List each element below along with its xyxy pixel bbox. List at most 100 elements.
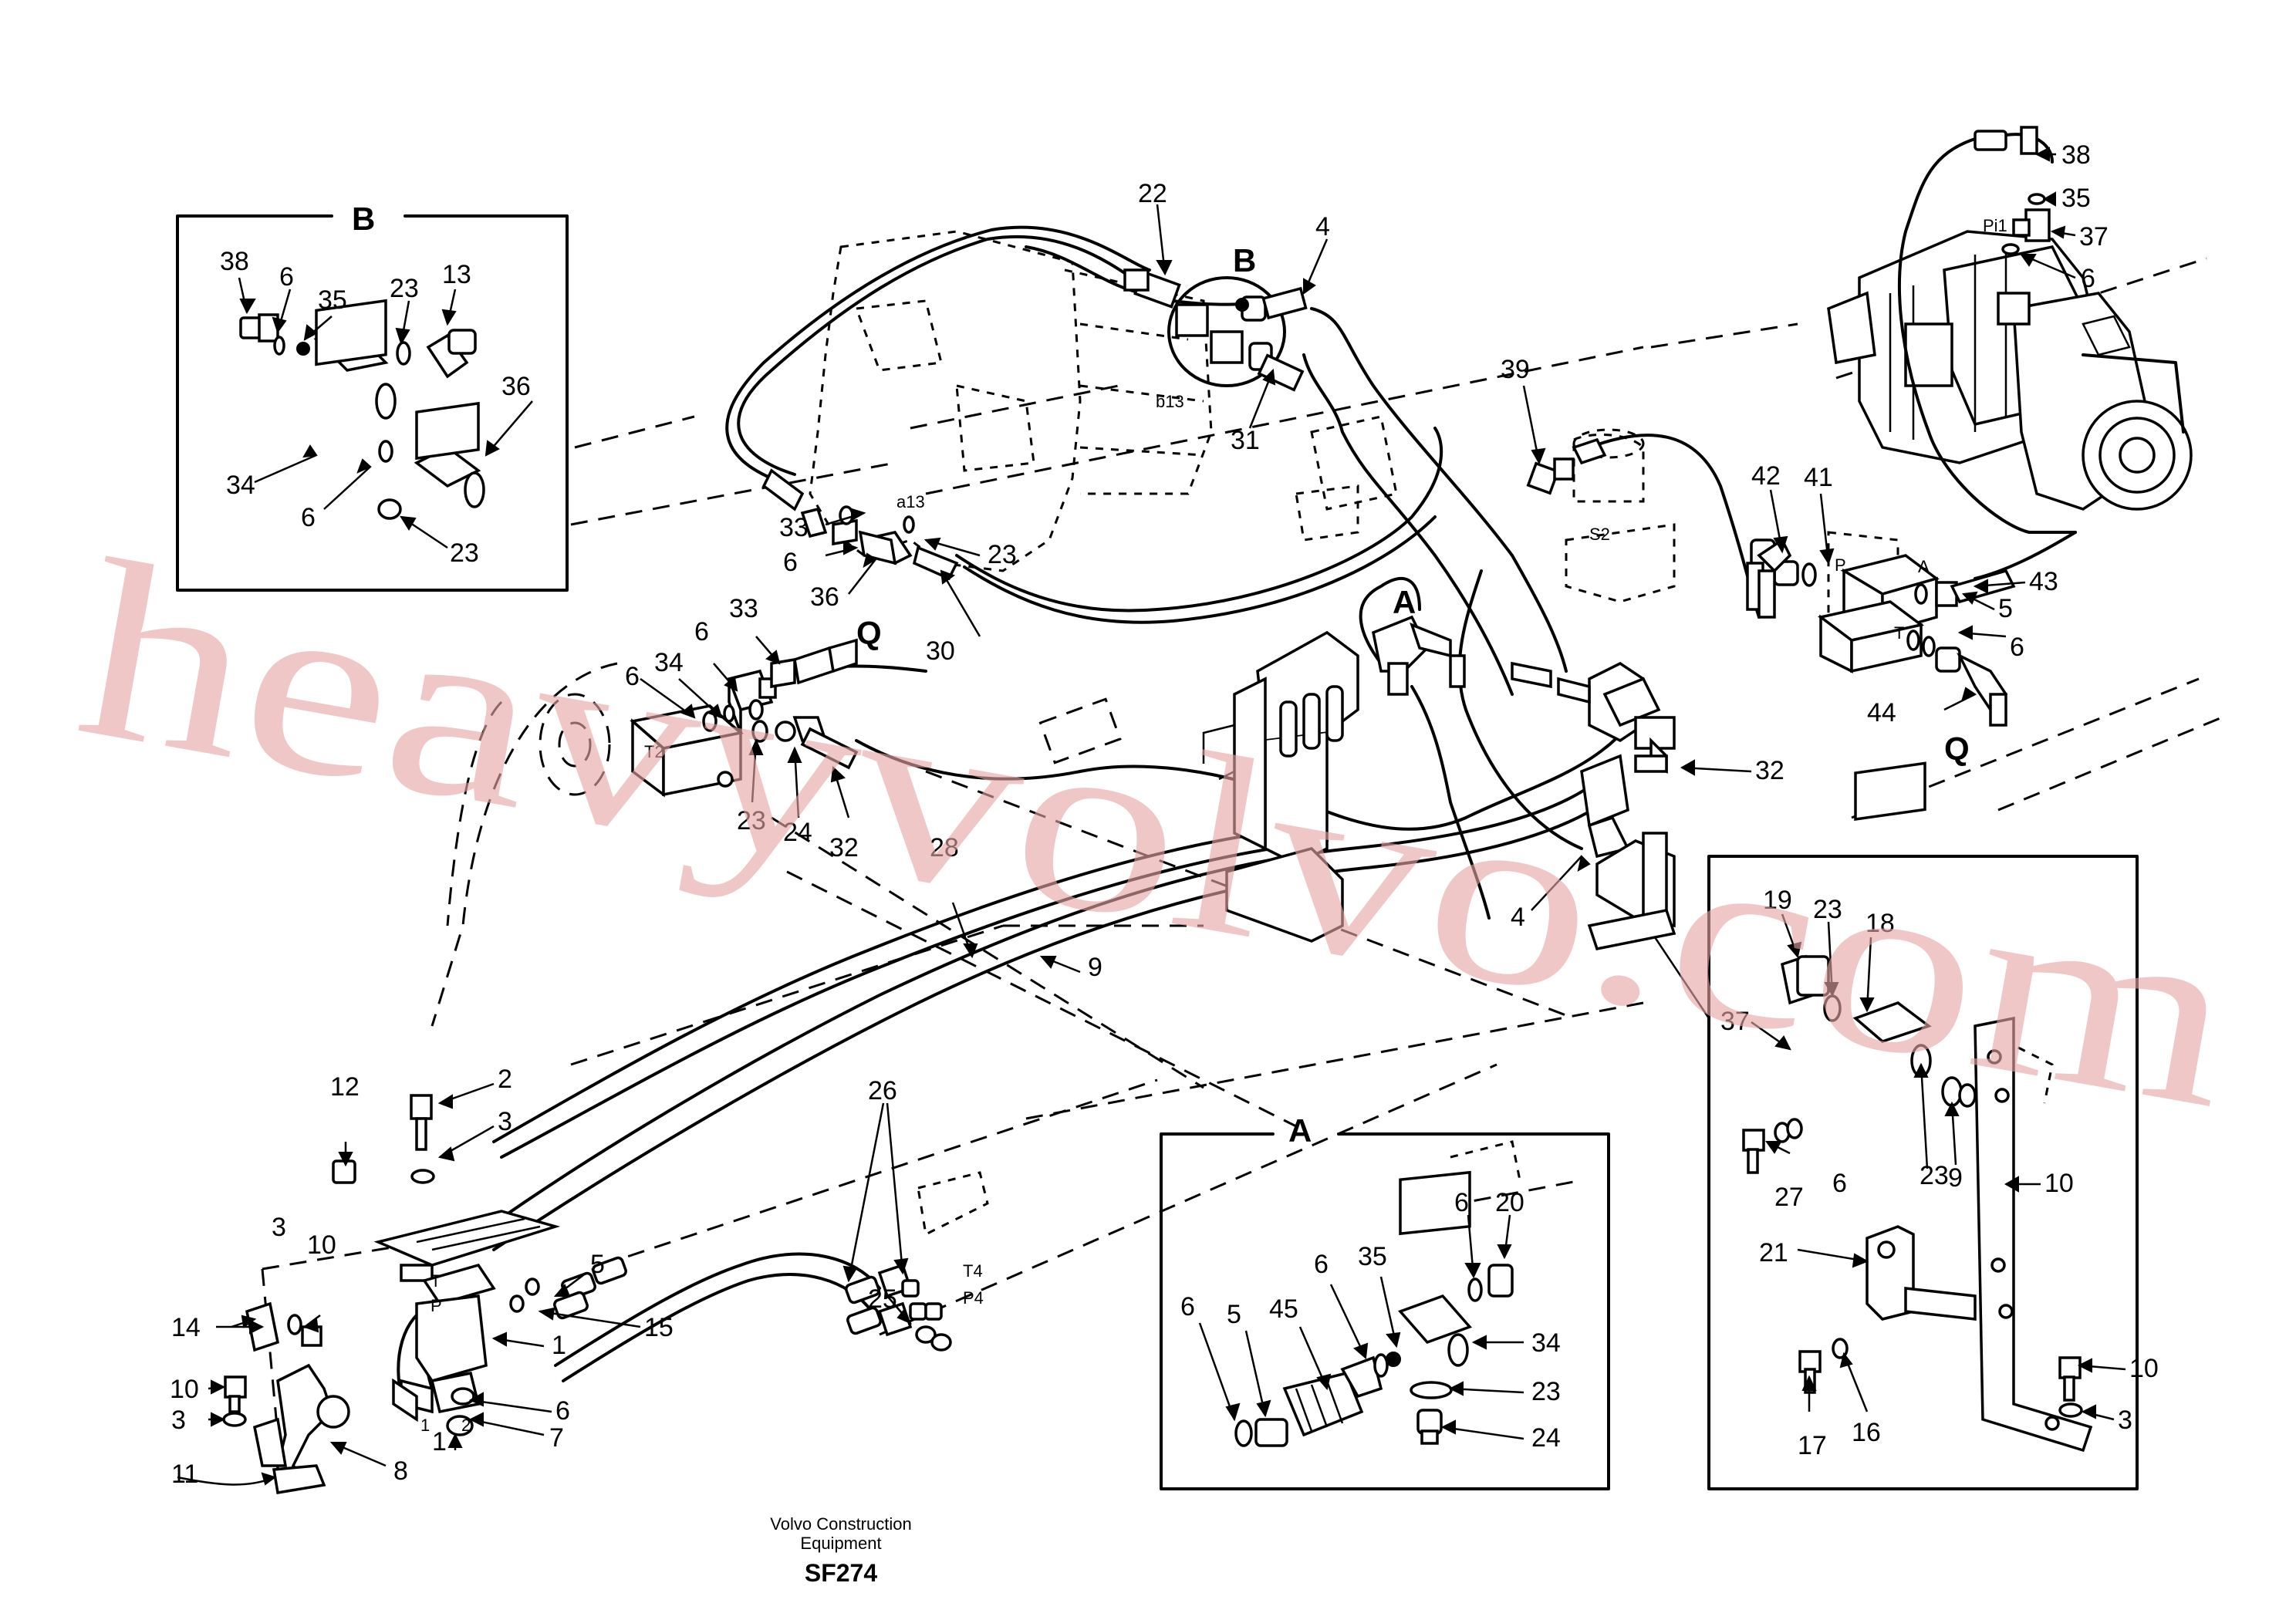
callout-6: 6 [1454,1188,1469,1217]
callout-23: 23 [390,274,419,303]
callout-12: 12 [330,1072,360,1102]
callout-5: 5 [1227,1300,1241,1329]
callout-32: 32 [1755,756,1784,785]
callout-28: 28 [930,833,959,862]
callout-5: 5 [590,1250,605,1279]
port-t: T [1894,623,1904,643]
detail-b-parts [239,299,485,520]
callout-30: 30 [926,636,955,666]
callout-6: 6 [2081,264,2095,293]
footer: Volvo Construction Equipment SF274 [770,1514,911,1587]
callout-22: 22 [1138,179,1167,208]
callout-24: 24 [783,818,812,847]
callout-6: 6 [694,617,709,646]
right-valve-block [1746,538,2016,727]
port-s2: S2 [1589,525,1610,544]
callout-3: 3 [2118,1406,2132,1435]
callout-14: 14 [171,1313,201,1342]
callout-10: 10 [307,1230,336,1260]
bracket-detail-parts [1742,761,2093,1453]
callout-13: 13 [442,260,471,289]
callout-26: 26 [868,1076,897,1105]
callout-17: 17 [1798,1431,1827,1460]
callout-43: 43 [2029,567,2058,596]
port-b13: b13 [1156,392,1184,411]
callout-6: 6 [1314,1250,1329,1279]
callout-34: 34 [654,648,684,677]
callout-34: 34 [226,471,255,500]
callout-6: 6 [2010,633,2024,662]
port-p: P [1835,555,1846,575]
solenoid-32 [1511,661,1676,951]
callout-37: 37 [1720,1007,1750,1036]
callout-44: 44 [1867,698,1896,727]
callout-33: 33 [779,513,809,542]
callout-41: 41 [1804,463,1833,492]
callout-labels: 38 6 35 23 13 36 34 6 23 22 4 31 33 6 36… [170,140,2159,1489]
callout-9: 9 [1948,1163,1963,1193]
hydraulic-hoses [397,133,2077,1398]
view-label-b: B [352,201,375,237]
view-label-q: Q [1944,731,1970,767]
port-pi1: Pi1 [1983,216,2007,235]
callout-3: 3 [272,1213,286,1242]
callout-18: 18 [1866,909,1895,938]
callout-6: 6 [301,503,316,532]
callout-32: 32 [829,833,859,862]
callout-33: 33 [729,594,758,623]
port-t4: T4 [963,1261,983,1281]
callout-27: 27 [1774,1183,1804,1212]
port-p4: P4 [963,1288,984,1308]
callout-15: 15 [644,1313,674,1342]
view-label-a: A [1393,584,1416,620]
view-label-q: Q [856,615,882,651]
callout-10: 10 [2044,1169,2074,1198]
pump-fittings [1974,126,2051,255]
callout-6: 6 [1832,1169,1847,1198]
callout-25: 25 [868,1284,897,1314]
callout-34: 34 [1531,1328,1561,1358]
detail-box-b [176,214,569,592]
callout-35: 35 [1358,1242,1387,1271]
view-labels: B B A A Q Q [352,201,1970,1149]
callout-3: 3 [498,1107,512,1136]
callout-19: 19 [1763,886,1792,915]
port-a: A [1918,557,1930,576]
port-p-pedal: P [430,1296,442,1315]
fittings-t4-p4 [845,1263,952,1352]
callout-39: 39 [1501,355,1530,384]
callout-21: 21 [1759,1238,1788,1267]
callout-23: 23 [988,540,1017,569]
drawing-code: SF274 [805,1559,877,1587]
port-t2: T2 [644,742,664,761]
callout-23: 23 [737,806,766,835]
port-a13: a13 [896,492,925,511]
callout-6: 6 [1180,1292,1195,1321]
callout-5: 5 [1998,594,2013,623]
callout-1: 1 [432,1427,447,1456]
callout-8: 8 [393,1456,408,1486]
view-label-a: A [1288,1112,1312,1149]
junction-b-parts [1123,268,1308,392]
callout-9: 9 [1088,953,1102,982]
callout-10: 10 [2129,1354,2159,1383]
callout-36: 36 [810,582,839,612]
callout-1-small: 1 [420,1416,430,1435]
callout-2: 2 [498,1065,512,1094]
callout-45: 45 [1269,1294,1298,1324]
callout-11: 11 [171,1460,198,1489]
callout-38: 38 [2061,140,2091,170]
detail-a-parts [1234,1170,1514,1447]
callout-4: 4 [1511,903,1525,932]
callout-7: 7 [549,1423,564,1453]
detail-box-a [1160,1132,1610,1490]
callout-16: 16 [1852,1418,1881,1447]
callout-6: 6 [555,1396,570,1426]
callout-6: 6 [279,262,294,292]
callout-4: 4 [1315,212,1330,241]
callout-23: 23 [450,538,479,568]
callout-23: 23 [1813,895,1842,924]
callout-24: 24 [1531,1423,1561,1453]
callout-36: 36 [501,372,531,401]
